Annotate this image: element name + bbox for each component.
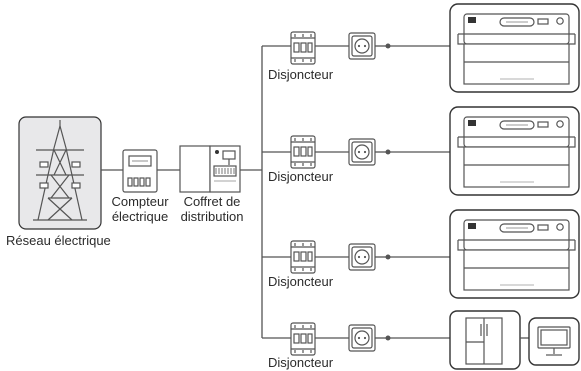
meter-label-line2: électrique bbox=[112, 209, 168, 224]
appliance-box-monitor bbox=[528, 317, 580, 366]
panel-label-line2: distribution bbox=[181, 209, 244, 224]
wall-socket-icon bbox=[348, 324, 376, 352]
power-station-icon bbox=[449, 209, 580, 299]
distribution-panel-icon bbox=[179, 145, 241, 193]
power-station-icon bbox=[449, 106, 580, 196]
wall-socket-icon bbox=[348, 138, 376, 166]
wall-socket-icon bbox=[348, 32, 376, 60]
circuit-breaker-icon bbox=[290, 135, 316, 169]
breaker-label-1: Disjoncteur bbox=[268, 67, 334, 82]
grid-box bbox=[18, 116, 102, 230]
breaker-label-4: Disjoncteur bbox=[268, 355, 334, 370]
breaker-label-2: Disjoncteur bbox=[268, 169, 334, 184]
circuit-breaker-icon bbox=[290, 240, 316, 274]
refrigerator-icon bbox=[465, 317, 503, 365]
monitor-icon bbox=[537, 326, 571, 356]
circuit-breaker-icon bbox=[290, 322, 316, 356]
power-station-icon bbox=[449, 3, 580, 93]
electric-meter-icon bbox=[122, 149, 158, 193]
meter-label-line1: Compteur bbox=[111, 194, 169, 209]
appliance-box-fridge bbox=[449, 310, 521, 370]
panel-label-line1: Coffret de bbox=[184, 194, 241, 209]
circuit-breaker-icon bbox=[290, 31, 316, 65]
wall-socket-icon bbox=[348, 243, 376, 271]
breaker-label-3: Disjoncteur bbox=[268, 274, 334, 289]
grid-label: Réseau électrique bbox=[6, 233, 111, 248]
transmission-tower-icon bbox=[33, 120, 87, 221]
